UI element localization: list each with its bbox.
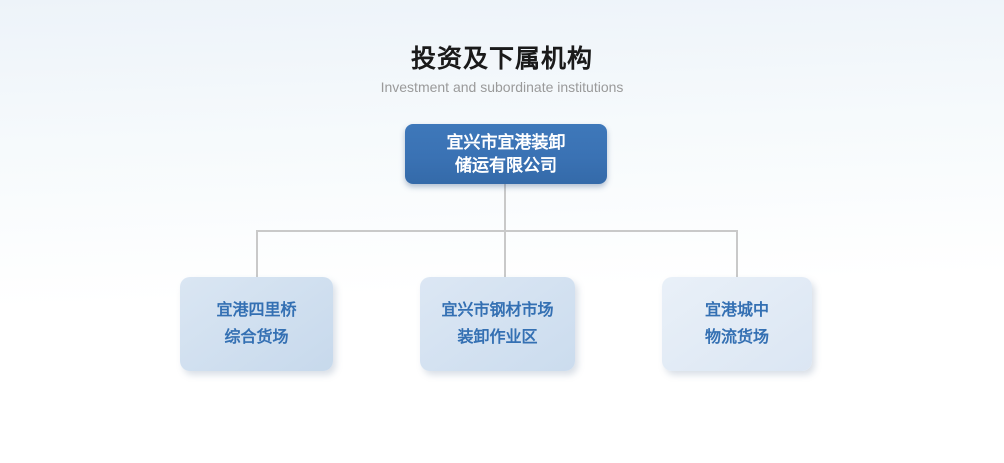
page-title: 投资及下属机构 [410,45,593,73]
org-node-child-2-label-line2: 装卸作业区 [457,329,538,346]
org-node-child-2: 宜兴市钢材市场 装卸作业区 [420,277,575,371]
connector-child-1-vertical [256,230,258,277]
org-node-child-3: 宜港城中 物流货场 [662,277,812,371]
org-node-child-1-label-line2: 综合货场 [224,329,289,346]
page-subtitle: Investment and subordinate institutions [380,79,624,95]
org-node-root-label-line2: 储运有限公司 [455,156,557,175]
connector-child-2-vertical [504,230,506,277]
org-node-child-2-label-line1: 宜兴市钢材市场 [441,302,554,319]
org-node-child-3-label-line2: 物流货场 [704,329,769,346]
chart-header: 投资及下属机构 Investment and subordinate insti… [0,44,1004,96]
connector-child-3-vertical [736,230,738,277]
org-node-root-label-line1: 宜兴市宜港装卸 [446,133,566,152]
org-node-root: 宜兴市宜港装卸 储运有限公司 [405,124,607,184]
connector-root-vertical [504,184,506,231]
org-node-child-1-label-line1: 宜港四里桥 [216,302,297,319]
org-node-child-1: 宜港四里桥 综合货场 [180,277,333,371]
org-node-child-3-label-line1: 宜港城中 [704,302,769,319]
connector-horizontal [256,230,738,232]
